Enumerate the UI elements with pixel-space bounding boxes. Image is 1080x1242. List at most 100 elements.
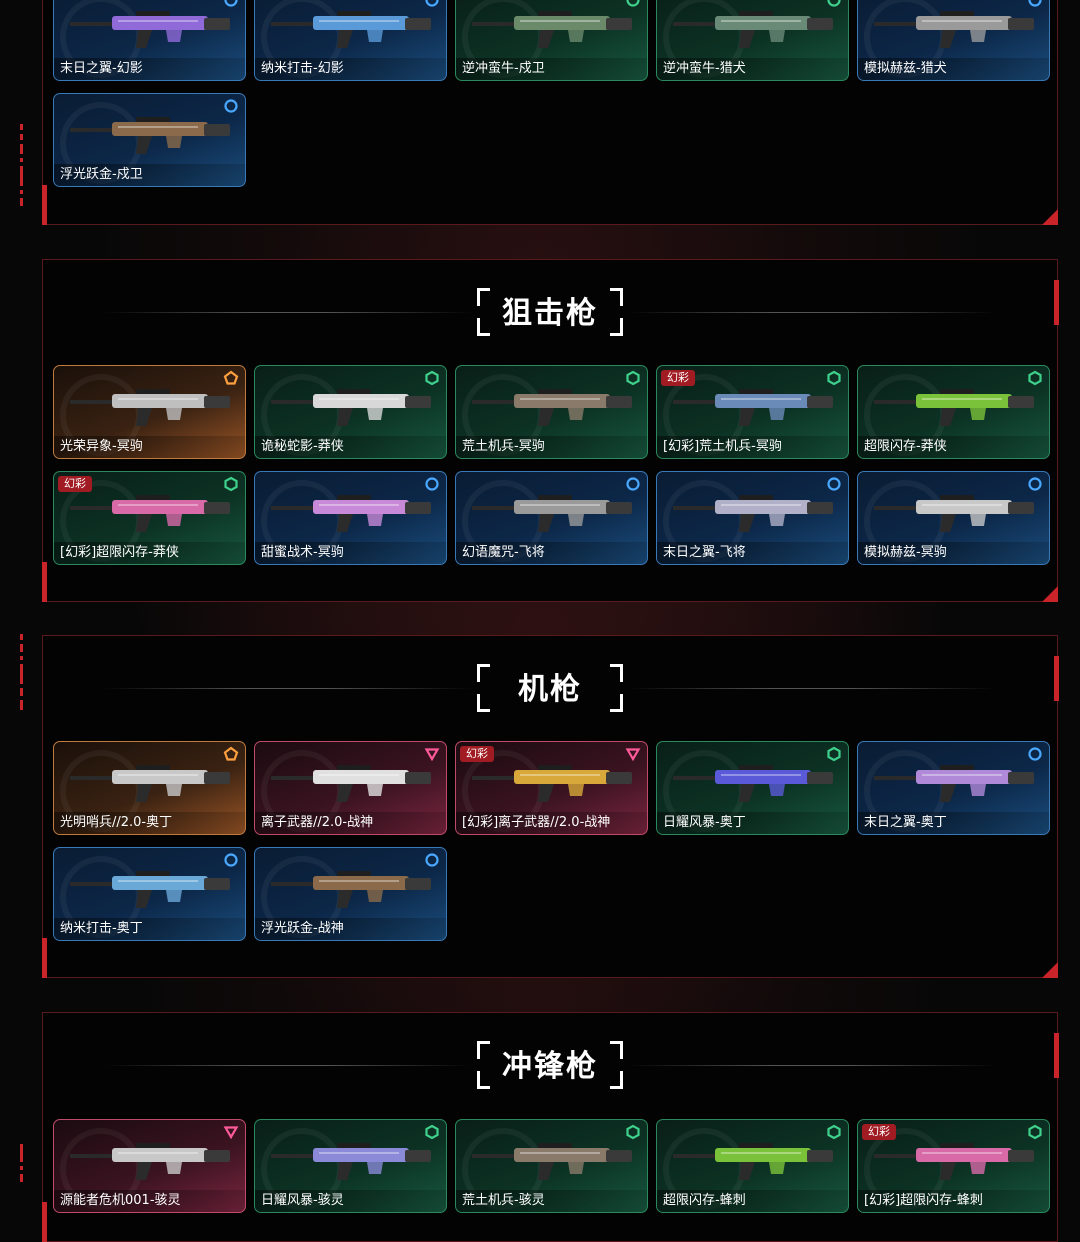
skin-card[interactable]: 纳米打击-奥丁 [53,847,246,941]
skin-card[interactable]: 幻彩[幻彩]超限闪存-蜂刺 [857,1119,1050,1213]
hexagon-icon [827,370,841,386]
weapon-skin-icon [874,389,1034,426]
section-header: 机枪 [43,658,1057,718]
section-edge [42,938,47,978]
skin-card[interactable]: 模拟赫兹-冥驹 [857,471,1050,565]
weapon-skin-icon [673,765,833,802]
variant-tag: 幻彩 [460,746,494,762]
skin-card[interactable]: 末日之翼-幻影 [53,0,246,81]
weapon-skin-icon [874,1143,1034,1180]
circle-icon [1028,477,1042,491]
skin-card[interactable]: 荒土机兵-冥驹 [455,365,648,459]
skin-card[interactable]: 模拟赫兹-猎犬 [857,0,1050,81]
skin-card[interactable]: 光明哨兵//2.0-奥丁 [53,741,246,835]
weapon-skin-icon [673,11,833,48]
skin-grid: 末日之翼-幻影纳米打击-幻影逆冲蛮牛-戍卫逆冲蛮牛-猎犬模拟赫兹-猎犬浮光跃金-… [53,0,1050,187]
skin-card[interactable]: 浮光跃金-戍卫 [53,93,246,187]
skin-card[interactable]: 逆冲蛮牛-猎犬 [656,0,849,81]
variant-tag: 幻彩 [661,370,695,386]
skin-name: 幻语魔咒-飞将 [456,542,647,564]
skin-card[interactable]: 纳米打击-幻影 [254,0,447,81]
circle-icon [425,0,439,7]
triangle-icon [625,748,641,762]
hexagon-icon [1028,1124,1042,1140]
bracket-right-icon [606,1041,624,1089]
weapon-skin-icon [70,117,230,154]
hexagon-icon [827,1124,841,1140]
weapon-skin-icon [472,495,632,532]
weapon-skin-icon [271,1143,431,1180]
skin-name: [幻彩]超限闪存-莽侠 [54,542,245,564]
circle-icon [224,99,238,113]
skin-name: 荒土机兵-骇灵 [456,1190,647,1212]
weapon-skin-icon [70,389,230,426]
triangle-icon [424,748,440,762]
bracket-right-icon [606,288,624,336]
variant-tag: 幻彩 [862,1124,896,1140]
section-title: 冲锋枪 [502,1049,598,1084]
skin-name: 日耀风暴-奥丁 [657,812,848,834]
skin-section: 末日之翼-幻影纳米打击-幻影逆冲蛮牛-戍卫逆冲蛮牛-猎犬模拟赫兹-猎犬浮光跃金-… [42,0,1058,225]
skin-name: 日耀风暴-骇灵 [255,1190,446,1212]
skin-name: 离子武器//2.0-战神 [255,812,446,834]
section-corner [1042,209,1058,225]
skin-card[interactable]: 日耀风暴-奥丁 [656,741,849,835]
skin-grid: 源能者危机001-骇灵日耀风暴-骇灵荒土机兵-骇灵超限闪存-蜂刺幻彩[幻彩]超限… [53,1119,1050,1213]
skin-card[interactable]: 日耀风暴-骇灵 [254,1119,447,1213]
triangle-icon [223,1126,239,1140]
weapon-skin-icon [271,765,431,802]
skin-name: 纳米打击-幻影 [255,58,446,80]
skin-card[interactable]: 诡秘蛇影-莽侠 [254,365,447,459]
weapon-skin-icon [271,389,431,426]
skin-card[interactable]: 荒土机兵-骇灵 [455,1119,648,1213]
skin-card[interactable]: 逆冲蛮牛-戍卫 [455,0,648,81]
skin-card[interactable]: 幻彩 [幻彩]离子武器//2.0-战神 [455,741,648,835]
section-corner [1042,586,1058,602]
circle-icon [827,477,841,491]
skin-name: 源能者危机001-骇灵 [54,1190,245,1212]
skin-name: 荒土机兵-冥驹 [456,436,647,458]
skin-card[interactable]: 幻彩 [幻彩]超限闪存-莽侠 [53,471,246,565]
skin-name: [幻彩]离子武器//2.0-战神 [456,812,647,834]
skin-card[interactable]: 幻彩 [幻彩]荒土机兵-冥驹 [656,365,849,459]
skin-name: 末日之翼-飞将 [657,542,848,564]
variant-tag: 幻彩 [58,476,92,492]
skin-card[interactable]: 幻语魔咒-飞将 [455,471,648,565]
bracket-left-icon [476,1041,494,1089]
section-title: 机枪 [518,672,582,707]
skin-card[interactable]: 超限闪存-蜂刺 [656,1119,849,1213]
skin-name: 浮光跃金-戍卫 [54,164,245,186]
skin-card[interactable]: 超限闪存-莽侠 [857,365,1050,459]
section-title: 狙击枪 [502,296,598,331]
skin-card[interactable]: 末日之翼-奥丁 [857,741,1050,835]
section-edge [1054,280,1059,325]
hexagon-icon [827,746,841,762]
bracket-right-icon [606,664,624,712]
section-edge [42,1202,47,1242]
skin-card[interactable]: 末日之翼-飞将 [656,471,849,565]
circle-icon [224,0,238,7]
weapon-skin-icon [70,765,230,802]
skin-name: 逆冲蛮牛-戍卫 [456,58,647,80]
skin-card[interactable]: 甜蜜战术-冥驹 [254,471,447,565]
skin-name: 甜蜜战术-冥驹 [255,542,446,564]
weapon-skin-icon [874,495,1034,532]
weapon-skin-icon [472,389,632,426]
skin-name: [幻彩]荒土机兵-冥驹 [657,436,848,458]
circle-icon [425,477,439,491]
hexagon-icon [425,1124,439,1140]
skin-card[interactable]: 光荣异象-冥驹 [53,365,246,459]
hexagon-icon [224,476,238,492]
skin-name: 浮光跃金-战神 [255,918,446,940]
skin-card[interactable]: 浮光跃金-战神 [254,847,447,941]
skin-section: 狙击枪 光荣异象-冥驹诡秘蛇影-莽侠荒土机兵-冥驹幻彩[幻彩]荒土机兵-冥驹超限… [42,259,1059,602]
section-header: 冲锋枪 [43,1035,1057,1095]
skin-name: 末日之翼-幻影 [54,58,245,80]
skin-card[interactable]: 源能者危机001-骇灵 [53,1119,246,1213]
bracket-left-icon [476,288,494,336]
header-rule [627,312,997,313]
circle-icon [626,477,640,491]
skin-grid: 光荣异象-冥驹诡秘蛇影-莽侠荒土机兵-冥驹幻彩[幻彩]荒土机兵-冥驹超限闪存-莽… [53,365,1050,565]
skin-name: 超限闪存-莽侠 [858,436,1049,458]
skin-card[interactable]: 离子武器//2.0-战神 [254,741,447,835]
